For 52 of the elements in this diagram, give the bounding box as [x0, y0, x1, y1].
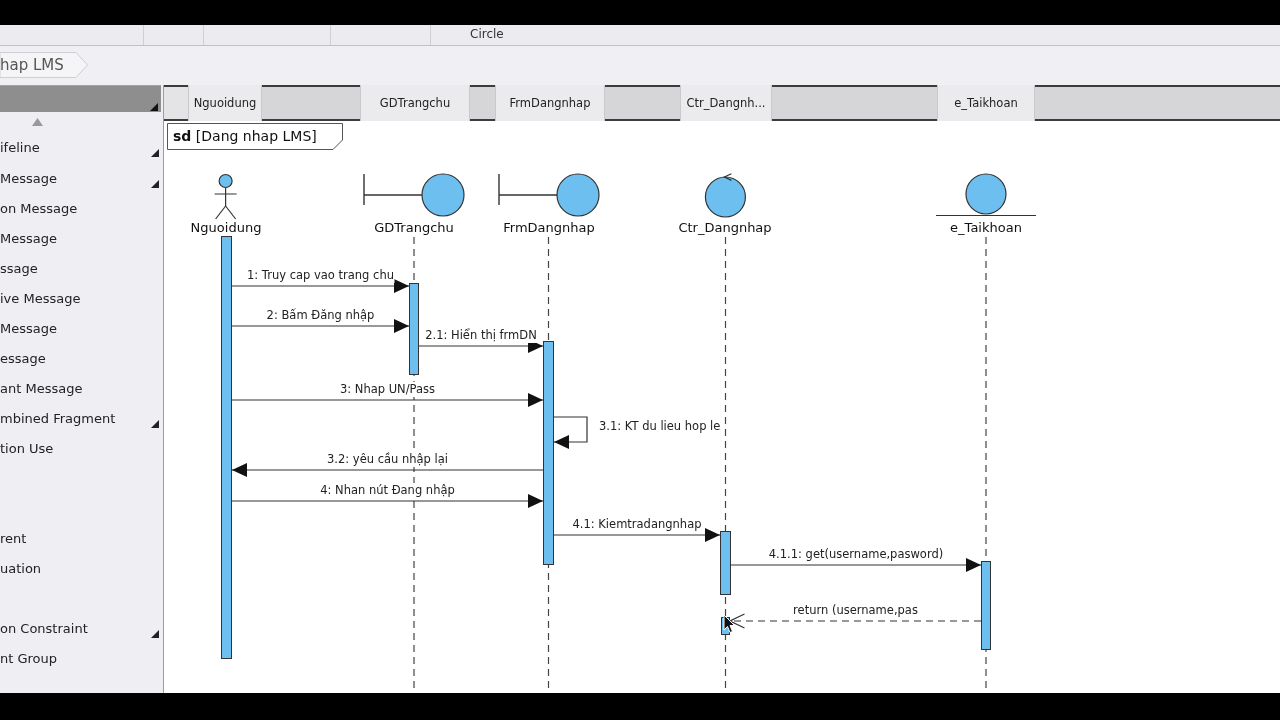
message-label: return (username,pas	[792, 603, 919, 618]
lifeline-tab: GDTrangchu	[360, 85, 470, 121]
palette-item: essage	[0, 350, 46, 368]
message-label: 4: Nhan nút Đang nhập	[319, 483, 456, 498]
activation-bar	[221, 236, 232, 659]
palette-item: ant Message	[0, 380, 83, 398]
message-arrow	[231, 494, 544, 508]
message-label: 3: Nhap UN/Pass	[338, 382, 437, 397]
palette-item: nt Group	[0, 650, 58, 668]
self-message-arrow	[553, 416, 588, 449]
message-label: 2.1: Hiển thị frmDN	[424, 328, 538, 343]
message-label: 4.1.1: get(username,pasword)	[767, 547, 945, 562]
message-arrow	[231, 319, 410, 333]
message-arrow	[231, 463, 544, 477]
palette-item: Message	[0, 170, 57, 188]
activation-bar	[409, 283, 419, 375]
lifeline-tab: Ctr_Dangnh...	[680, 85, 772, 121]
palette-item: mbined Fragment	[0, 410, 116, 428]
activation-bar	[543, 341, 554, 565]
message-label: 3.1: KT du lieu hop le	[598, 419, 722, 434]
message-label: 2: Bấm Đăng nhập	[265, 308, 376, 323]
palette-item: tion Use	[0, 440, 54, 458]
breadcrumb: hap LMS	[0, 52, 88, 78]
activation-bar	[981, 561, 991, 650]
lifeline-name: FrmDangnhap	[503, 220, 595, 235]
palette-item: Message	[0, 230, 57, 248]
lifeline-tab: FrmDangnhap	[495, 85, 605, 121]
palette-item: on Constraint	[0, 620, 88, 638]
lifeline-name: e_Taikhoan	[950, 220, 1022, 235]
message-arrow	[231, 279, 410, 293]
return-message-arrow	[729, 613, 982, 629]
palette-item: ive Message	[0, 290, 81, 308]
lifeline-tab: Nguoidung	[188, 85, 262, 121]
lifeline-name: Nguoidung	[190, 220, 262, 235]
message-arrow	[553, 528, 721, 542]
message-label: 4.1: Kiemtradangnhap	[571, 517, 703, 532]
diagram-frame-tab: sd [Dang nhap LMS]	[167, 123, 343, 150]
lifeline-name: Ctr_Dangnhap	[678, 220, 772, 235]
activation-bar	[720, 531, 731, 595]
message-arrow	[730, 558, 982, 572]
palette-item: Message	[0, 320, 57, 338]
palette-item: ssage	[0, 260, 38, 278]
palette-item: on Message	[0, 200, 78, 218]
palette-item: uation	[0, 560, 42, 578]
palette-item: ifeline	[0, 139, 40, 157]
toolbar-label: Circle	[470, 27, 504, 42]
lifeline-tab: e_Taikhoan	[937, 85, 1035, 121]
lifeline-name: GDTrangchu	[374, 220, 454, 235]
message-label: 3.2: yêu cầu nhập lại	[326, 452, 449, 467]
message-label: 1: Truy cap vao trang chu	[246, 268, 395, 283]
palette-item: rent	[0, 530, 27, 548]
message-arrow	[231, 393, 544, 407]
